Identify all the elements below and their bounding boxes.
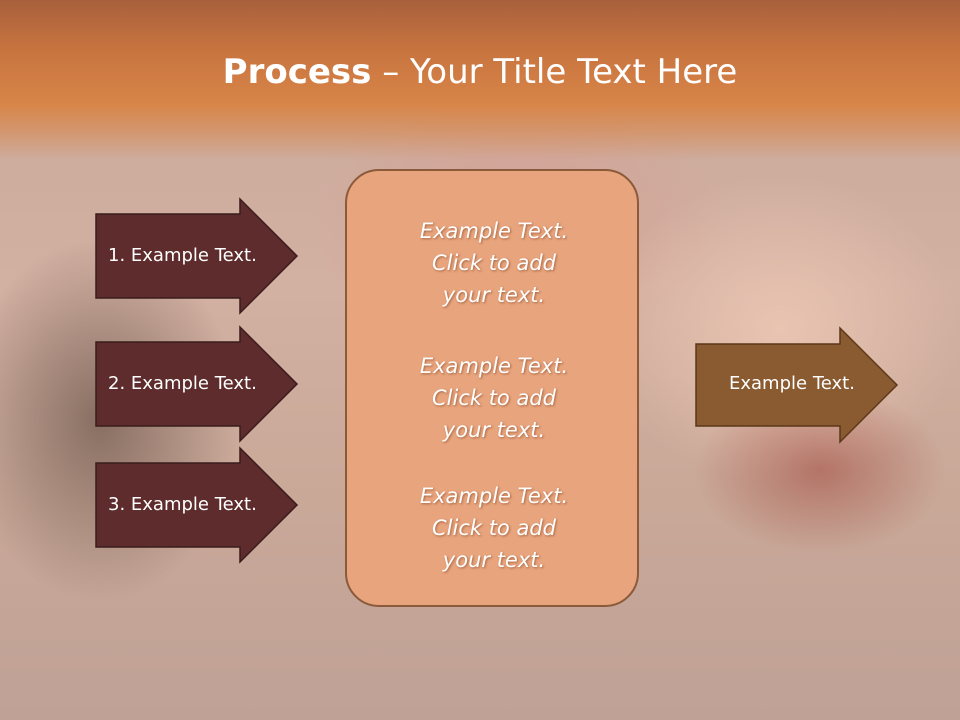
title-separator: – (371, 52, 411, 92)
center-text-line: Example Text. (419, 219, 569, 243)
left-arrow-2[interactable] (95, 325, 299, 443)
center-text-line: Example Text. (419, 354, 569, 378)
slide-title[interactable]: Process – Your Title Text Here (0, 52, 960, 92)
center-text-line: your text. (442, 283, 546, 307)
center-text-line: Click to add (431, 251, 556, 275)
center-text-line: your text. (442, 418, 546, 442)
center-text-box[interactable]: Example Text. Click to add your text. Ex… (345, 169, 639, 607)
center-text-block-2: Example Text. Click to add your text. (347, 350, 641, 446)
center-text-line: Click to add (431, 516, 556, 540)
left-arrow-label-3: 3. Example Text. (108, 494, 257, 515)
left-arrow-1[interactable] (95, 197, 299, 315)
center-text-block-3: Example Text. Click to add your text. (347, 480, 641, 576)
right-arrow[interactable] (695, 326, 899, 444)
left-arrow-label-2: 2. Example Text. (108, 373, 257, 394)
title-bold: Process (222, 52, 372, 92)
center-text-line: Example Text. (419, 484, 569, 508)
center-text-line: Click to add (431, 386, 556, 410)
center-text-line: your text. (442, 548, 546, 572)
left-arrow-3[interactable] (95, 446, 299, 564)
title-rest: Your Title Text Here (410, 52, 738, 92)
left-arrow-label-1: 1. Example Text. (108, 245, 257, 266)
center-text-block-1: Example Text. Click to add your text. (347, 215, 641, 311)
title-bar (0, 0, 960, 160)
right-arrow-label: Example Text. (729, 373, 855, 394)
